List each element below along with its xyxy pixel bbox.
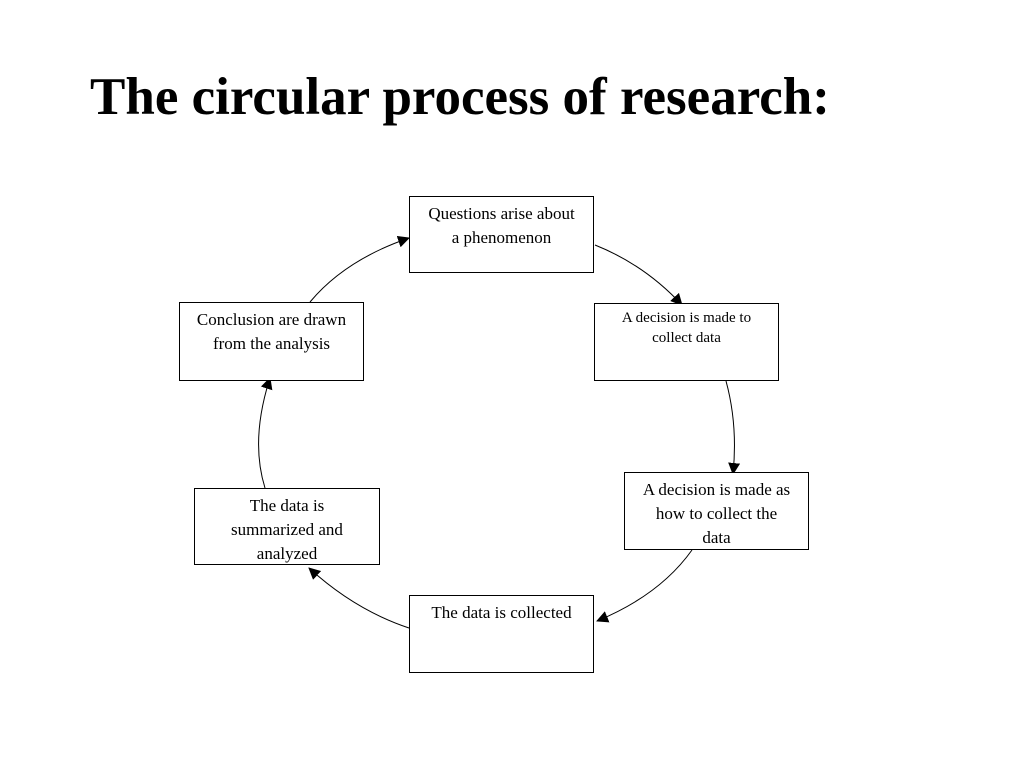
page-title: The circular process of research:	[90, 68, 830, 126]
step-decision-how: A decision is made as how to collect the…	[624, 472, 809, 550]
arrow-decision-collect-to-decision-how	[725, 380, 741, 475]
step-conclusion: Conclusion are drawn from the analysis	[179, 302, 364, 381]
step-decision-collect-label: A decision is made to collect data	[621, 310, 752, 346]
step-decision-how-label: A decision is made as how to collect the…	[642, 480, 791, 547]
step-summarized: The data is summarized and analyzed	[194, 488, 380, 565]
step-conclusion-label: Conclusion are drawn from the analysis	[196, 310, 347, 353]
arrow-questions-to-decision-collect	[594, 244, 683, 306]
step-decision-collect: A decision is made to collect data	[594, 303, 779, 381]
step-questions-label: Questions arise about a phenomenon	[428, 204, 575, 247]
step-collected: The data is collected	[409, 595, 594, 673]
step-summarized-label: The data is summarized and analyzed	[231, 496, 343, 563]
arrow-conclusion-to-questions	[309, 235, 410, 303]
step-collected-label: The data is collected	[431, 603, 572, 622]
arrow-collected-to-summarized	[308, 567, 410, 629]
arrow-summarized-to-conclusion	[258, 377, 273, 489]
step-questions: Questions arise about a phenomenon	[409, 196, 594, 273]
arrow-decision-how-to-collected	[596, 549, 693, 623]
